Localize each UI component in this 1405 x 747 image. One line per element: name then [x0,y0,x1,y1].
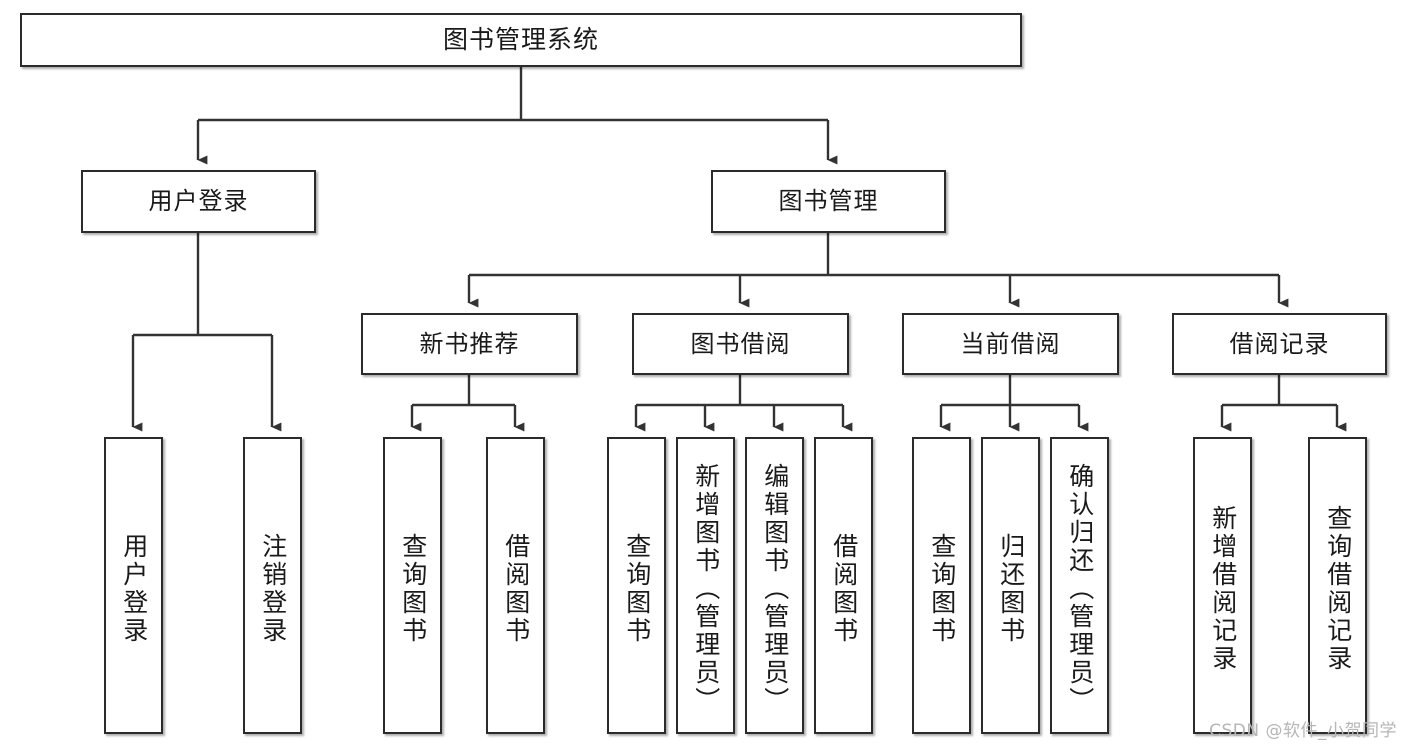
leaf-current-borrow-confirm-return[interactable]: 确认归还（管理员） [1050,437,1109,734]
node-label: 借阅记录 [1229,329,1330,358]
leaf-book-borrow-add[interactable]: 新增图书（管理员） [676,437,735,734]
node-label: 用户登录 [148,187,249,216]
node-label: 查询图书 [927,532,957,645]
node-label: 图书管理系统 [442,25,599,55]
node-label: 图书借阅 [690,329,791,358]
node-book-management[interactable]: 图书管理 [711,170,946,233]
node-label: 新增图书（管理员） [691,462,721,715]
node-root-library-system[interactable]: 图书管理系统 [20,13,1022,67]
node-borrow-record[interactable]: 借阅记录 [1172,313,1387,375]
node-book-borrow[interactable]: 图书借阅 [632,313,849,375]
leaf-book-borrow-lend[interactable]: 借阅图书 [814,437,873,734]
node-label: 确认归还（管理员） [1065,462,1095,715]
node-label: 查询图书 [622,532,652,645]
leaf-book-borrow-query[interactable]: 查询图书 [607,437,666,734]
node-current-borrow[interactable]: 当前借阅 [902,313,1119,375]
leaf-user-login-signout[interactable]: 注销登录 [243,437,302,734]
leaf-new-book-borrow[interactable]: 借阅图书 [486,437,545,734]
node-new-book-recommend[interactable]: 新书推荐 [361,313,578,375]
node-label: 当前借阅 [960,329,1061,358]
leaf-current-borrow-return[interactable]: 归还图书 [981,437,1040,734]
node-label: 借阅图书 [501,532,531,645]
node-label: 用户登录 [119,532,149,645]
leaf-book-borrow-edit[interactable]: 编辑图书（管理员） [745,437,804,734]
leaf-borrow-record-add[interactable]: 新增借阅记录 [1193,437,1252,734]
node-label: 图书管理 [778,187,879,216]
node-label: 注销登录 [258,532,288,645]
leaf-borrow-record-query[interactable]: 查询借阅记录 [1308,437,1367,734]
node-label: 编辑图书（管理员） [760,462,790,715]
node-user-login[interactable]: 用户登录 [81,170,316,233]
leaf-new-book-query[interactable]: 查询图书 [383,437,442,734]
node-label: 新增借阅记录 [1208,504,1238,673]
node-label: 查询借阅记录 [1323,504,1353,673]
leaf-current-borrow-query[interactable]: 查询图书 [912,437,971,734]
node-label: 借阅图书 [829,532,859,645]
node-label: 新书推荐 [419,329,520,358]
leaf-user-login-signin[interactable]: 用户登录 [104,437,163,734]
node-label: 归还图书 [996,532,1026,645]
node-label: 查询图书 [398,532,428,645]
